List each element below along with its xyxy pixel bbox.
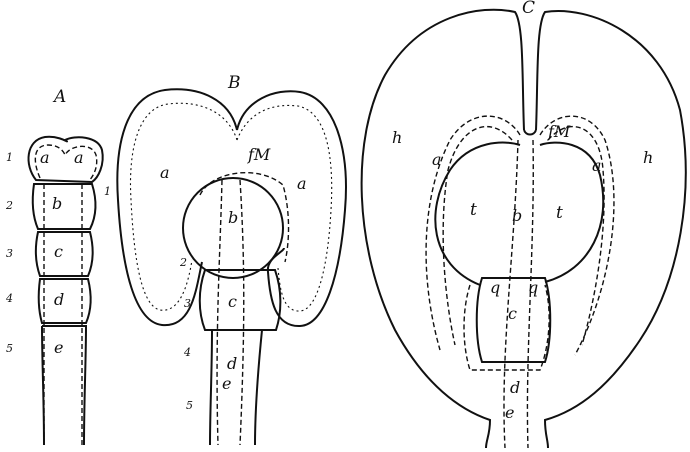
figure-a-segment-5: [41, 325, 88, 446]
figure-a-number-1: 1: [6, 151, 13, 164]
figure-c-vesicle-c: [475, 277, 552, 363]
figure-b-number-1: 1: [104, 185, 111, 198]
figure-c-label-e: e: [505, 403, 515, 422]
figure-b-label-e: e: [222, 374, 232, 393]
figure-a-label-a-right: a: [74, 148, 84, 167]
figure-b-number-3: 3: [184, 297, 191, 310]
figure-a-segment-4: [37, 278, 92, 324]
figure-c-label-d: d: [510, 378, 521, 397]
figure-b-label-b: b: [228, 208, 239, 227]
figure-a-label-d: d: [54, 290, 65, 309]
figure-b-label-c: c: [228, 292, 237, 311]
figure-a-number-3: 3: [6, 247, 13, 260]
figure-b-number-4: 4: [184, 346, 191, 359]
figure-c-label-h-left: h: [392, 128, 403, 147]
figure-c-outer: [360, 8, 687, 449]
figure-b-vesicle-c: [198, 269, 282, 331]
figure-a-segment-3: [34, 231, 94, 277]
figure-b-number-2: 2: [180, 256, 187, 269]
figure-a-number-5: 5: [6, 342, 13, 355]
figure-c-label-q-right: q: [528, 278, 539, 297]
figure-c-label-c: c: [508, 304, 517, 323]
figure-c-vesicle-t-left: [434, 141, 521, 286]
figure-a-number-2: 2: [6, 199, 13, 212]
figure-a-drawing: [27, 135, 104, 446]
figure-b-label-d: d: [227, 354, 238, 373]
figure-a-label-c: c: [54, 242, 63, 261]
figure-a-label-e: e: [54, 338, 64, 357]
figure-c-drawing: [360, 8, 687, 449]
figure-b-title: B: [228, 73, 241, 93]
figure-a-label-b: b: [52, 194, 63, 213]
figure-c-label-h-right: h: [643, 148, 654, 167]
figure-a-title: A: [54, 87, 67, 107]
figure-c-label-q-left: q: [490, 278, 501, 297]
figure-c-label-t-left: t: [470, 200, 477, 220]
figure-c-vesicle-t-right: [539, 141, 605, 283]
figure-b-vesicle-b: [182, 177, 284, 279]
figure-b-label-a-left: a: [160, 163, 170, 182]
figure-a-segment-2: [31, 183, 97, 230]
figure-c-label-t-right: t: [556, 203, 563, 223]
figure-a-number-4: 4: [6, 292, 13, 305]
figure-c-label-a-left: a: [432, 150, 442, 169]
figure-c-title: C: [522, 0, 536, 18]
figure-b-outer: [116, 88, 347, 328]
figure-b-label-fM: fM: [248, 145, 271, 164]
figure-a-segment-1: [27, 135, 104, 184]
figure-b-label-a-right: a: [297, 174, 307, 193]
figure-c-label-b: b: [512, 206, 523, 225]
figure-b-stem: [209, 329, 263, 446]
figure-c-label-fM: fM: [548, 122, 571, 141]
figure-c-label-a-right: a: [592, 156, 602, 175]
figure-a-label-a-left: a: [40, 148, 50, 167]
figure-b-number-5: 5: [186, 399, 193, 412]
figure-b-drawing: [116, 88, 347, 446]
